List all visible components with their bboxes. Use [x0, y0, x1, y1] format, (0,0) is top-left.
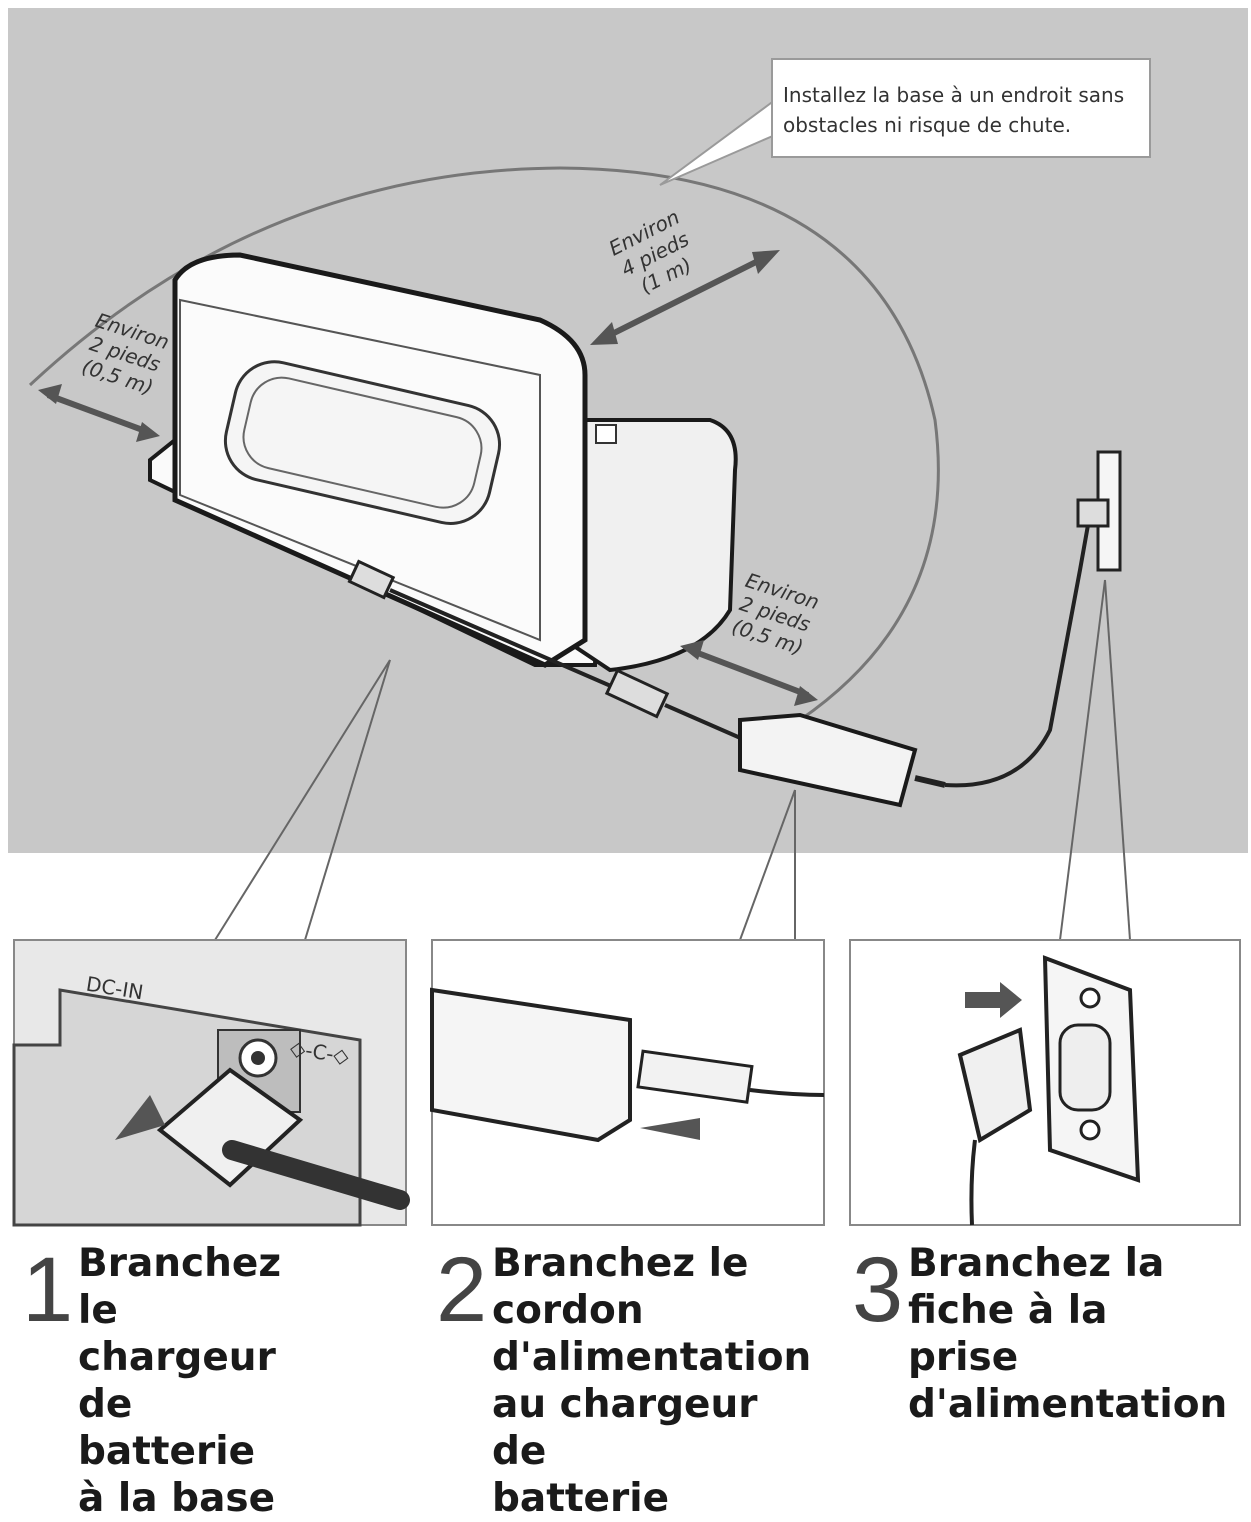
- step-1-number: 1: [22, 1240, 73, 1340]
- detail-panel-3: [850, 940, 1240, 1225]
- callout-line-2: obstacles ni risque de chute.: [783, 110, 1139, 140]
- detail-panel-1: [14, 940, 406, 1225]
- step-1-text: Branchez le chargeur de batterie à la ba…: [78, 1240, 281, 1522]
- installation-scene: [0, 0, 1251, 1420]
- step-3-text: Branchez la fiche à la prise d'alimentat…: [908, 1240, 1227, 1428]
- step-3-number: 3: [852, 1240, 903, 1340]
- placement-callout: Installez la base à un endroit sans obst…: [771, 58, 1151, 158]
- step-2-text: Branchez le cordon d'alimentation au cha…: [492, 1240, 811, 1522]
- step-2-number: 2: [436, 1240, 487, 1340]
- detail-panel-2: [432, 940, 824, 1225]
- callout-line-1: Installez la base à un endroit sans: [783, 80, 1139, 110]
